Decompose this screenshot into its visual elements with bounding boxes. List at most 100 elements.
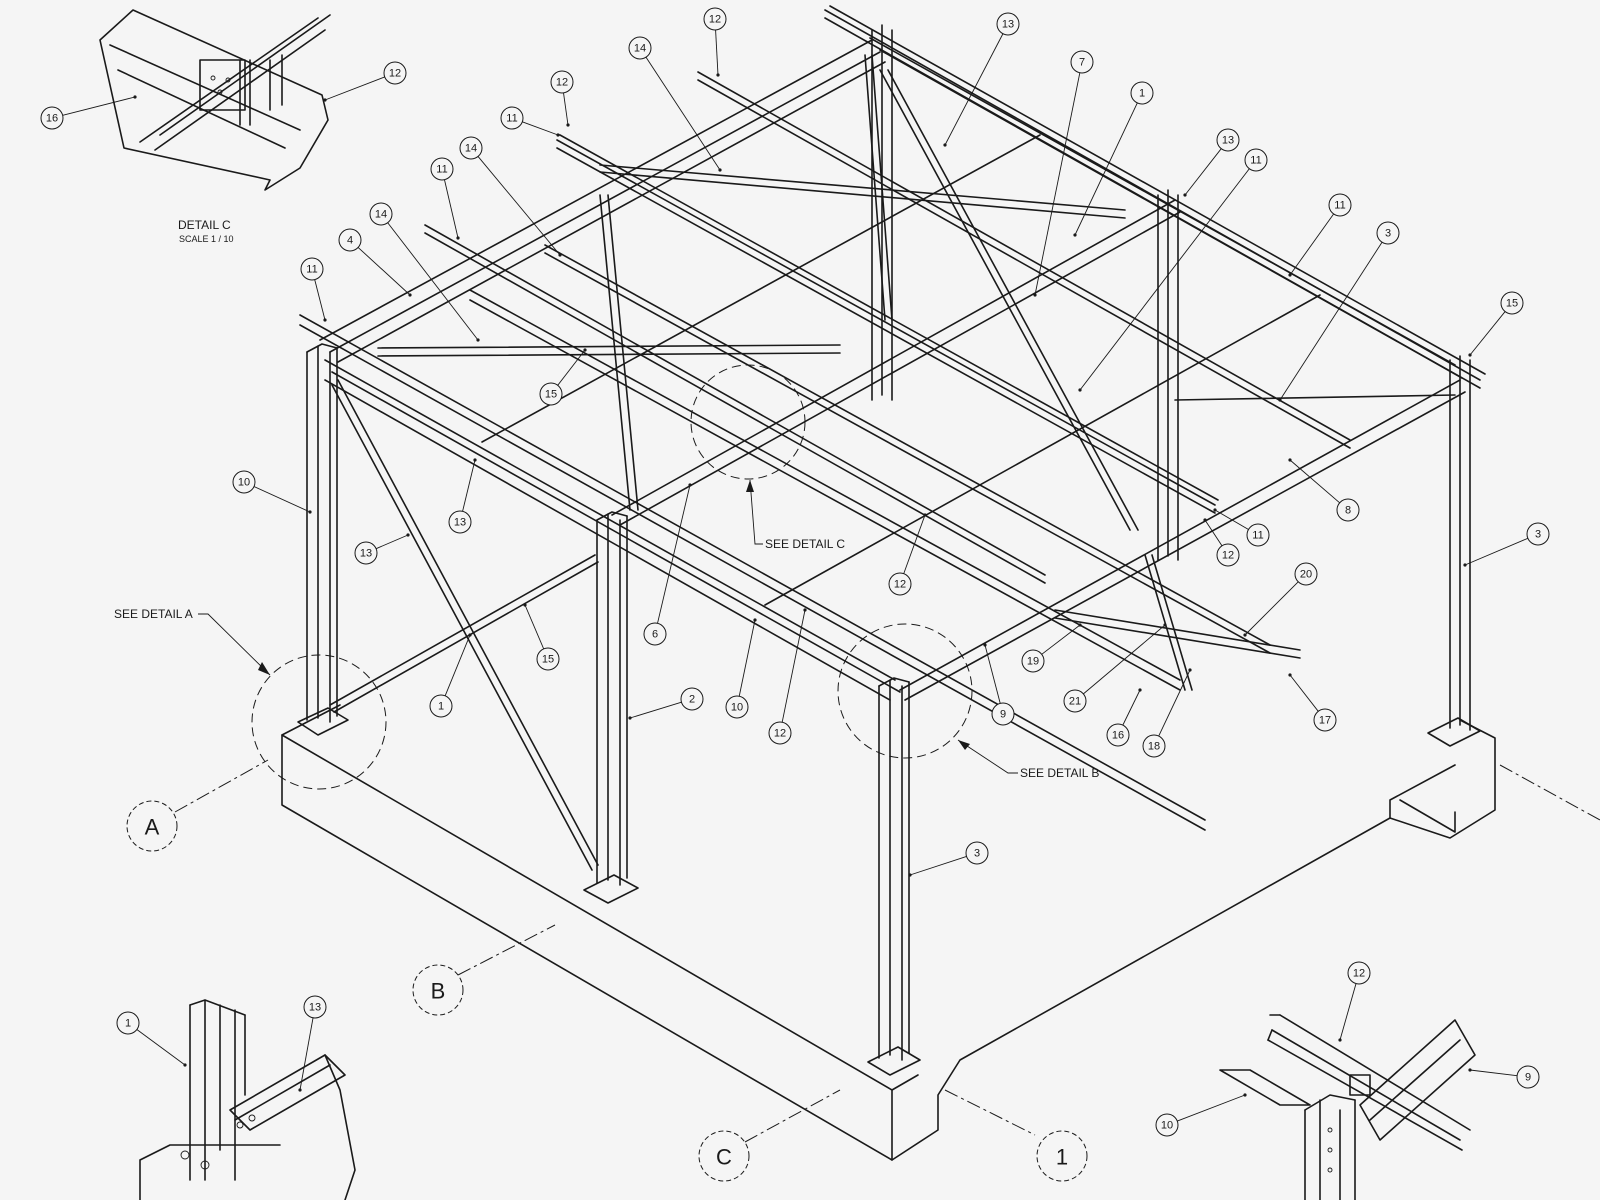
leader-tip (1243, 633, 1247, 637)
part-bubble: 2 (680, 687, 704, 711)
leader-tip (476, 338, 480, 342)
part-bubble: 18 (1142, 734, 1166, 758)
leader-line (62, 96, 136, 116)
leader-line (1469, 311, 1506, 356)
leader-line (1339, 983, 1357, 1041)
leader-line (738, 619, 756, 697)
part-bubble-number: 15 (545, 389, 557, 401)
leader-line (984, 644, 1001, 704)
part-bubble-number: 1 (125, 1018, 131, 1030)
concrete-foundation (281, 704, 1496, 1161)
see-detail-c-label: SEE DETAIL C (765, 537, 845, 551)
see-detail-b-label: SEE DETAIL B (1020, 766, 1099, 780)
leader-tip (566, 123, 570, 127)
part-bubble: 4 (338, 228, 362, 252)
leader-line (299, 1017, 314, 1091)
part-bubble-number: 18 (1148, 741, 1160, 753)
leader-tip (1468, 1068, 1472, 1072)
grid-bubble-b: B (412, 964, 464, 1016)
part-bubble: 13 (448, 510, 472, 534)
part-bubble: 1 (1130, 81, 1154, 105)
leader-line (1041, 624, 1081, 655)
part-bubble: 14 (369, 202, 393, 226)
leader-tip (1078, 388, 1082, 392)
part-bubble-number: 12 (389, 68, 401, 80)
leader-line (1214, 509, 1249, 530)
leader-tip (133, 95, 137, 99)
part-bubble: 11 (430, 157, 454, 181)
leader-line (357, 247, 411, 296)
part-bubble: 13 (303, 995, 327, 1019)
part-bubble-number: 11 (306, 264, 317, 276)
leader-line (314, 279, 326, 321)
part-bubble-number: 10 (731, 702, 743, 714)
part-bubble: 6 (643, 622, 667, 646)
grid-bubble-c: C (698, 1130, 750, 1182)
leader-line (253, 486, 311, 513)
leader-tip (473, 458, 477, 462)
part-bubble: 20 (1294, 562, 1318, 586)
leader-tip (408, 293, 412, 297)
leader-tip (583, 348, 587, 352)
leader-tip (1138, 688, 1142, 692)
leader-line (1289, 674, 1319, 712)
part-bubble-number: 11 (1334, 200, 1345, 212)
part-bubble-number: 1 (438, 701, 444, 713)
leader-tip (628, 716, 632, 720)
leader-line (1289, 459, 1340, 504)
detail-c-view: DETAIL C SCALE 1 / 10 (99, 9, 331, 244)
part-bubble: 19 (1021, 649, 1045, 673)
part-bubble-number: 13 (360, 548, 372, 560)
part-bubble-number: 3 (1535, 529, 1541, 541)
leader-tip (308, 510, 312, 514)
part-bubble: 12 (383, 61, 407, 85)
part-bubble-number: 9 (1525, 1072, 1531, 1084)
grid-bubble-c-label: C (716, 1145, 732, 1170)
part-bubble-number: 1 (1139, 88, 1145, 100)
leader-tip (456, 236, 460, 240)
see-detail-a-label: SEE DETAIL A (114, 607, 193, 621)
part-bubble: 13 (1216, 128, 1240, 152)
part-bubble-number: 2 (689, 694, 695, 706)
leader-line (1122, 689, 1141, 726)
leader-tip (1078, 623, 1082, 627)
part-bubble: 9 (1516, 1065, 1540, 1089)
part-bubble-number: 16 (1112, 730, 1124, 742)
leader-line (909, 856, 967, 876)
leader-tip (556, 133, 560, 137)
part-bubble: 8 (1336, 498, 1360, 522)
leader-tip (1243, 1093, 1247, 1097)
leader-tip (688, 483, 692, 487)
part-bubble-number: 13 (309, 1002, 321, 1014)
leader-tip (1288, 458, 1292, 462)
leader-line (557, 349, 586, 386)
grid-bubble-1-label: 1 (1056, 1145, 1068, 1170)
part-bubble-number: 11 (1250, 155, 1261, 167)
grid-bubble-a: A (126, 800, 178, 852)
leader-line (324, 76, 385, 101)
leader-tip (298, 1088, 302, 1092)
part-bubble-number: 3 (1385, 228, 1391, 240)
grid-lines (174, 759, 1600, 1143)
part-bubble: 11 (300, 257, 324, 281)
detail-c-title: DETAIL C (178, 218, 231, 232)
part-bubble: 12 (703, 7, 727, 31)
grid-bubble-b-label: B (431, 979, 446, 1004)
leader-line (444, 179, 459, 239)
grid-bubble-a-label: A (145, 815, 160, 840)
leader-tip (1213, 508, 1217, 512)
grid-bubble-1: 1 (1036, 1130, 1088, 1182)
leader-tip (1288, 673, 1292, 677)
part-bubble: 11 (1328, 193, 1352, 217)
detail-c-scale: SCALE 1 / 10 (179, 234, 234, 244)
leader-line (1079, 168, 1250, 391)
part-bubble-number: 10 (1161, 1120, 1173, 1132)
part-bubble-number: 11 (506, 113, 517, 125)
leader-tip (923, 513, 927, 517)
leader-line (524, 604, 545, 650)
part-bubble: 15 (536, 647, 560, 671)
part-bubble-number: 10 (238, 477, 250, 489)
part-bubble: 10 (725, 695, 749, 719)
part-bubble: 17 (1313, 708, 1337, 732)
part-bubble-number: 3 (974, 848, 980, 860)
